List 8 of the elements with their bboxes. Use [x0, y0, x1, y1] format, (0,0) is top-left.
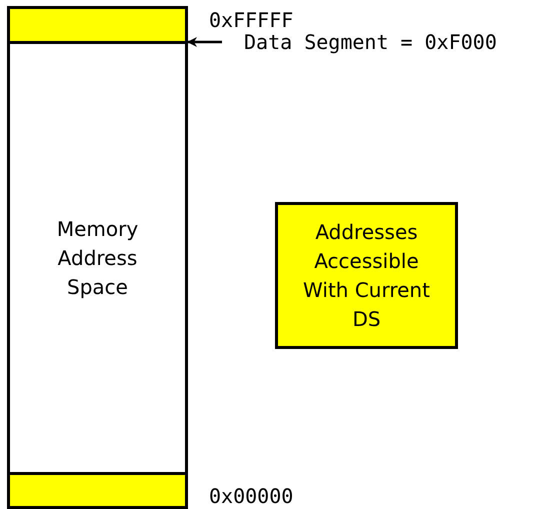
address-label: 0x00000: [209, 484, 294, 508]
memory-segment-bar: [7, 472, 188, 509]
memory-region: [7, 41, 188, 475]
region-label: Memory Address Space: [56, 216, 140, 300]
highlight-box: [275, 202, 458, 349]
arrow: [187, 37, 222, 47]
region-label: Addresses Accessible With Current DS: [302, 218, 431, 332]
memory-segment-bar: [7, 6, 188, 44]
